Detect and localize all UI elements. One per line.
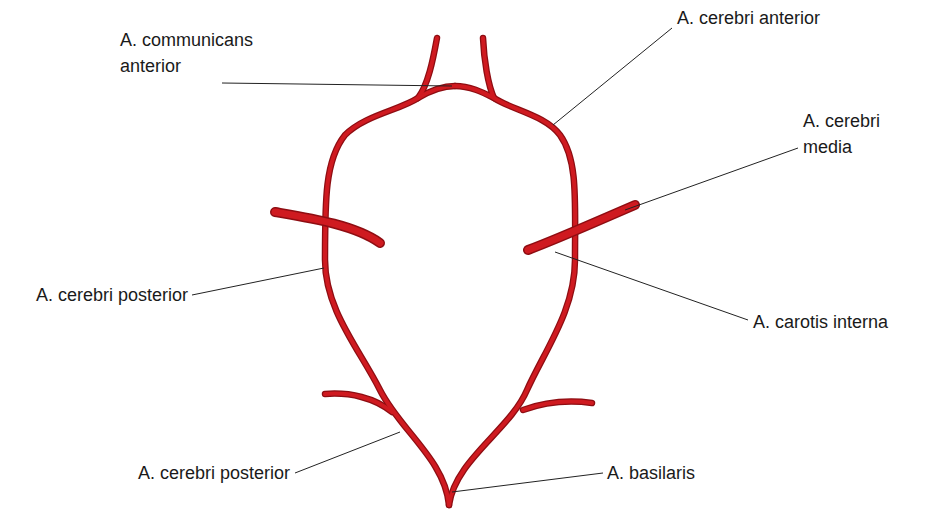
artery-label: A. cerebri posterior (36, 282, 188, 308)
vessel (449, 86, 575, 505)
artery-label: A. cerebri anterior (677, 5, 820, 31)
leader-line (555, 252, 748, 320)
leader-line (553, 28, 672, 125)
leader-line (625, 148, 798, 210)
artery-label: A. cerebri posterior (138, 460, 290, 486)
artery-label: A. carotis interna (753, 309, 888, 335)
vessels (275, 38, 635, 505)
vessel (275, 212, 380, 243)
leader-line (295, 432, 400, 473)
thick-vessels (275, 205, 635, 250)
artery-label: A. cerebri media (803, 108, 913, 160)
leader-lines (192, 28, 798, 492)
leader-line (192, 268, 324, 295)
vessel (325, 86, 455, 505)
vessel-outline (325, 38, 592, 505)
vessel (275, 212, 380, 243)
vessel (483, 38, 494, 98)
vessel (528, 205, 635, 250)
vessel-fill (325, 38, 592, 505)
vessel (325, 394, 392, 412)
vessel (483, 38, 494, 98)
vessel (523, 402, 592, 410)
vessel (523, 402, 592, 410)
vessel (528, 205, 635, 250)
vessel (325, 86, 455, 505)
leader-line (452, 473, 603, 492)
leader-line (222, 83, 452, 86)
artery-label: A. communicans anterior (120, 27, 260, 79)
artery-label: A. basilaris (607, 460, 695, 486)
vessel (449, 86, 575, 505)
